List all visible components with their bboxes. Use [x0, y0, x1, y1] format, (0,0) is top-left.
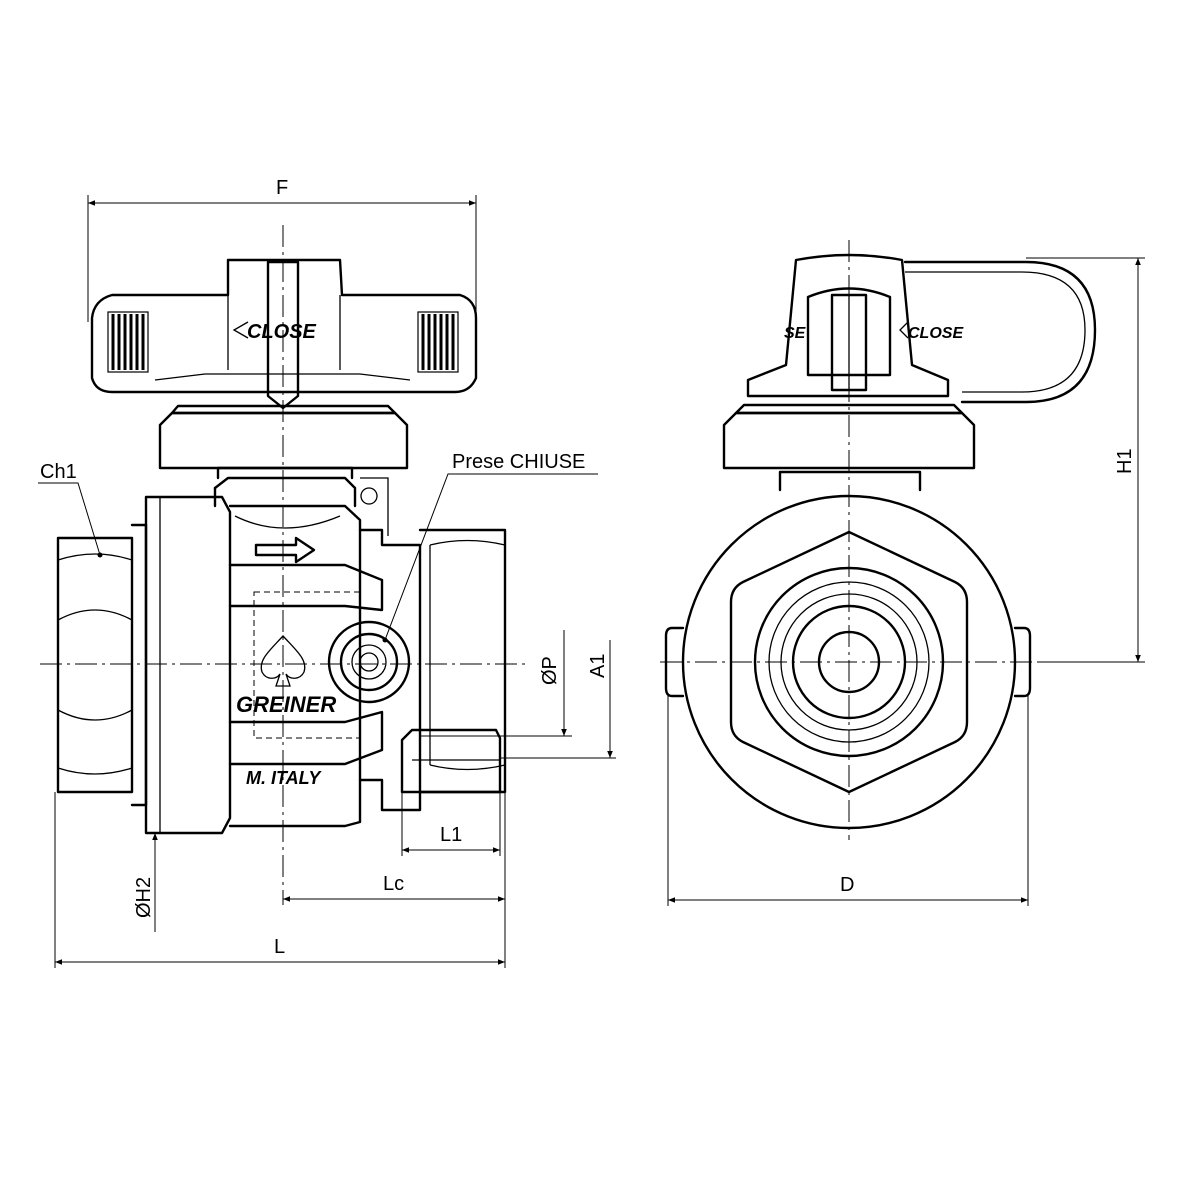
handle-assembly: CLOSE	[90, 258, 478, 480]
ch1-leader	[38, 482, 101, 556]
dim-label-l: L	[274, 936, 285, 958]
prese-leader	[384, 473, 598, 641]
origin-text: M. ITALY	[246, 768, 322, 788]
brand-text: GREINER	[236, 692, 336, 717]
side-close-left-text: SE	[784, 325, 807, 342]
hex-profile	[729, 530, 969, 794]
dim-label-d: D	[840, 874, 854, 896]
flow-arrow-icon	[254, 536, 316, 564]
side-close-right-text: CLOSE	[908, 325, 964, 342]
dim-label-f: F	[276, 177, 288, 199]
butterfly-handle	[90, 258, 478, 394]
port-section-hatched	[400, 728, 502, 794]
left-hex-nut	[56, 523, 148, 807]
dim-label-a1: A1	[587, 654, 609, 678]
dim-label-lc: Lc	[383, 873, 404, 895]
close-arrow-icon	[232, 321, 249, 339]
side-lug-left	[664, 626, 685, 698]
union-ring	[144, 495, 232, 835]
callout-ch1: Ch1	[40, 461, 77, 483]
front-view: CLOSE GREINER M. ITALY	[38, 225, 598, 905]
retaining-strap	[903, 260, 1097, 404]
dim-label-l1: L1	[440, 824, 462, 846]
handle-cap-side	[746, 253, 950, 398]
side-lug-right	[1013, 626, 1032, 698]
grip-ribs-left	[107, 311, 149, 373]
label-area	[253, 591, 361, 739]
callout-prese: Prese CHIUSE	[452, 451, 585, 473]
right-threaded-end	[418, 528, 507, 794]
handle-close-text: CLOSE	[247, 321, 317, 343]
dim-label-h2: ØH2	[133, 877, 155, 918]
test-port	[327, 477, 411, 704]
grip-ribs-right	[417, 311, 459, 373]
spade-logo-icon	[260, 635, 306, 687]
dim-label-p: ØP	[539, 656, 561, 685]
dim-label-h1: H1	[1114, 448, 1136, 474]
side-view: SE CLOSE	[660, 240, 1097, 840]
body-outline	[681, 494, 1017, 830]
dimensions: F L Lc L1 ØH2 ØP A1 D H1	[40, 177, 1145, 968]
